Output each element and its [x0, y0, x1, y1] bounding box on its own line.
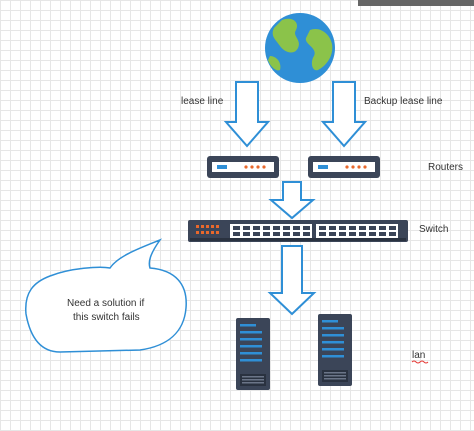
switch-port	[233, 226, 240, 230]
switch-status-led	[206, 231, 209, 234]
backup-lease-line-label: Backup lease line	[364, 96, 443, 107]
switch-label: Switch	[419, 224, 448, 235]
switch-port	[389, 226, 396, 230]
switch-port	[293, 226, 300, 230]
switch-status-led	[201, 225, 204, 228]
switch-port	[379, 232, 386, 236]
spellcheck-underline	[411, 360, 429, 364]
backup-lease-line-arrow	[320, 81, 368, 148]
switch-port	[329, 226, 336, 230]
switch-icon	[188, 220, 408, 242]
switch-port-bank	[230, 224, 312, 238]
switch-port	[379, 226, 386, 230]
switch-status-led	[196, 231, 199, 234]
switch-status-led	[216, 225, 219, 228]
lan-label: lan	[412, 350, 425, 361]
server-icon	[318, 314, 352, 386]
switch-port	[263, 232, 270, 236]
switch-to-lan-arrow	[267, 245, 317, 316]
switch-port	[389, 232, 396, 236]
switch-port	[319, 226, 326, 230]
switch-port	[263, 226, 270, 230]
switch-port	[369, 226, 376, 230]
router-to-switch-arrow	[268, 181, 316, 220]
lease-line-arrow	[223, 81, 271, 148]
switch-port	[233, 232, 240, 236]
callout-line-2: this switch fails	[73, 312, 140, 323]
switch-port	[339, 232, 346, 236]
switch-port	[283, 226, 290, 230]
switch-port	[349, 226, 356, 230]
switch-port	[319, 232, 326, 236]
switch-port	[243, 226, 250, 230]
callout-bubble: Need a solution if this switch fails	[25, 238, 187, 353]
switch-port	[273, 232, 280, 236]
router-icon	[308, 156, 380, 178]
switch-port	[253, 232, 260, 236]
switch-status-led	[206, 225, 209, 228]
globe-icon	[265, 13, 335, 83]
switch-port	[359, 226, 366, 230]
toolbar-strip	[358, 0, 474, 6]
routers-label: Routers	[428, 162, 463, 173]
switch-port	[253, 226, 260, 230]
callout-line-1: Need a solution if	[67, 298, 144, 309]
switch-port	[339, 226, 346, 230]
switch-status-led	[196, 225, 199, 228]
switch-port	[329, 232, 336, 236]
router-icon	[207, 156, 279, 178]
switch-port	[359, 232, 366, 236]
switch-status-led	[211, 231, 214, 234]
switch-port	[369, 232, 376, 236]
switch-status-led	[216, 231, 219, 234]
switch-status-led	[201, 231, 204, 234]
switch-port	[273, 226, 280, 230]
switch-port	[303, 226, 310, 230]
switch-port	[303, 232, 310, 236]
switch-port	[243, 232, 250, 236]
switch-status-led	[211, 225, 214, 228]
switch-port	[283, 232, 290, 236]
lease-line-label: lease line	[181, 96, 224, 107]
server-icon	[236, 318, 270, 390]
switch-port-bank	[316, 224, 398, 238]
switch-port	[293, 232, 300, 236]
switch-port	[349, 232, 356, 236]
